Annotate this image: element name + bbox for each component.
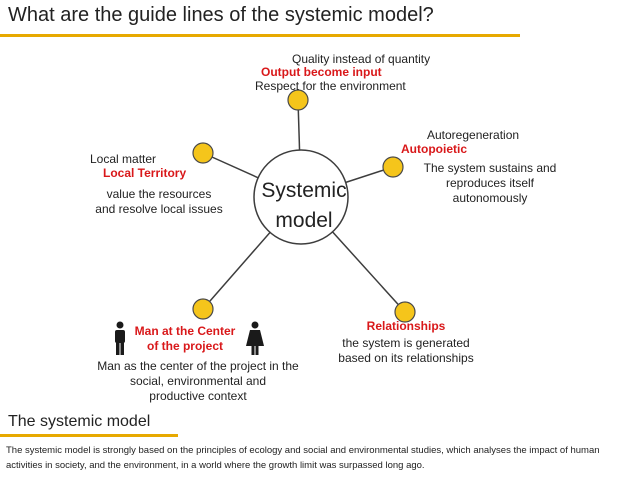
woman-icon	[246, 321, 264, 355]
section-title: The systemic model	[8, 413, 151, 430]
node-bottom-right	[394, 301, 416, 323]
bottom-right-label: Relationships	[366, 319, 446, 333]
top-respect-text: Respect for the environment	[255, 79, 406, 93]
bottom-left-label-line1: Man at the Center	[134, 324, 236, 338]
right-desc-line1: The system sustains and	[423, 161, 557, 175]
title-underline	[0, 34, 520, 37]
bottom-left-label: Man at the Center of the project	[120, 324, 250, 354]
hub-label-line1: Systemic	[261, 179, 347, 202]
left-desc-line2: and resolve local issues	[95, 202, 223, 216]
hub-label-line2: model	[275, 209, 333, 232]
right-desc-line2: reproduces itself	[445, 176, 535, 190]
left-local-territory-label: Local Territory	[103, 166, 187, 180]
top-output-label: Output become input	[261, 65, 382, 79]
page-title: What are the guide lines of the systemic…	[8, 4, 434, 26]
node-right	[382, 156, 404, 178]
hub-label: Systemic model	[248, 176, 360, 236]
bottom-right-description: the system is generated based on its rel…	[326, 336, 486, 366]
hub-circle	[253, 149, 349, 245]
bottom-left-description: Man as the center of the project in the …	[84, 359, 312, 404]
node-bottom-left	[192, 298, 214, 320]
bottom-left-label-line2: of the project	[146, 339, 223, 353]
left-local-matter-text: Local matter	[90, 152, 157, 166]
bottom-right-desc-line1: the system is generated	[342, 336, 470, 350]
left-description: value the resources and resolve local is…	[84, 187, 234, 217]
right-autopoietic-label: Autopoietic	[401, 142, 467, 156]
node-circles	[192, 89, 416, 323]
man-icon	[115, 321, 125, 355]
bottom-right-desc-line2: based on its relationships	[338, 351, 474, 365]
bottom-left-desc-line3: productive context	[149, 389, 247, 403]
node-left	[192, 142, 214, 164]
right-autoregeneration-text: Autoregeneration	[427, 128, 520, 142]
right-desc-line3: autonomously	[452, 191, 528, 205]
node-top	[287, 89, 309, 111]
left-desc-line1: value the resources	[106, 187, 212, 201]
right-description: The system sustains and reproduces itsel…	[408, 161, 572, 206]
bottom-left-desc-line2: social, environmental and	[129, 374, 267, 388]
section-body-text: The systemic model is strongly based on …	[6, 445, 600, 471]
bottom-left-desc-line1: Man as the center of the project in the	[97, 359, 299, 373]
section-underline	[0, 434, 178, 437]
top-quality-text: Quality instead of quantity	[292, 52, 431, 66]
